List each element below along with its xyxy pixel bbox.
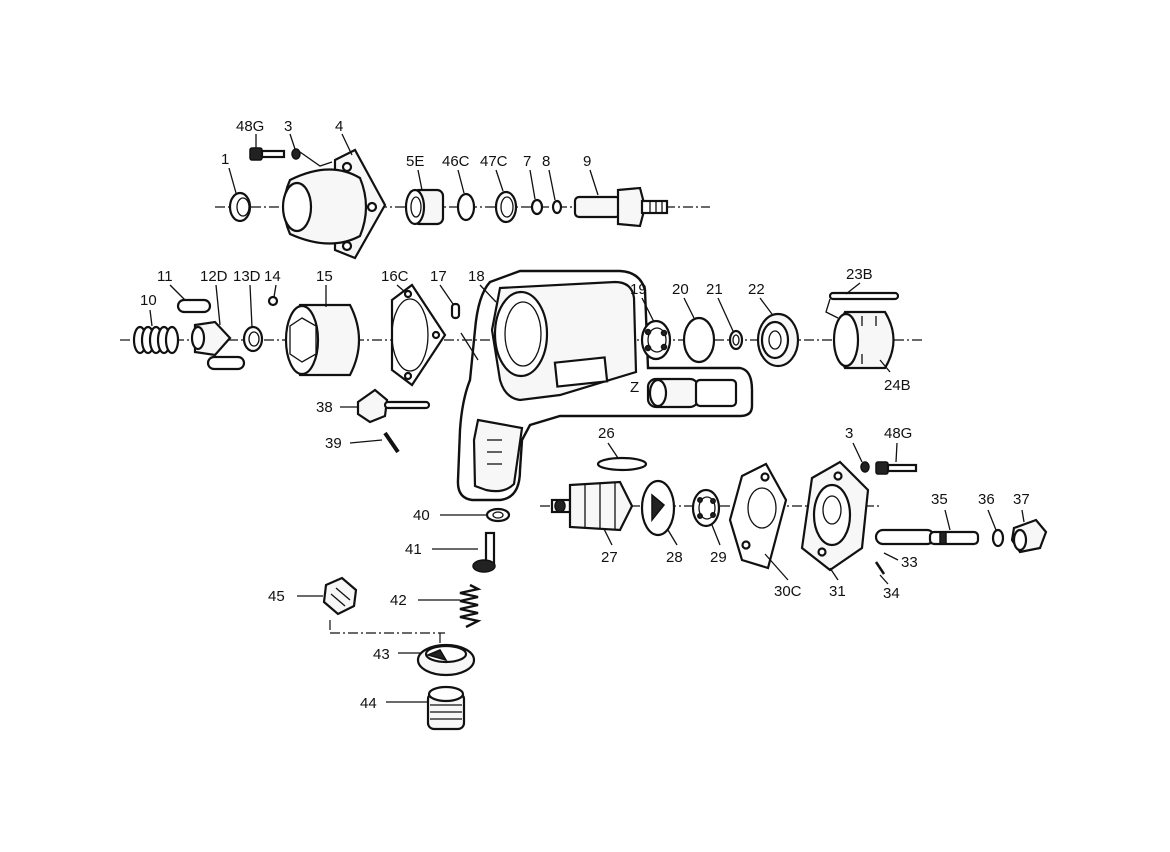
label-48g-top: 48G <box>236 118 264 135</box>
label-10: 10 <box>140 292 157 309</box>
label-3-right: 3 <box>845 425 853 442</box>
label-15: 15 <box>316 268 333 285</box>
part-16c-gasket <box>390 283 447 387</box>
label-39: 39 <box>325 435 342 452</box>
part-19-bearing <box>640 319 672 361</box>
part-24b-cylinder <box>832 310 895 370</box>
label-23b: 23B <box>846 266 873 283</box>
label-46c: 46C <box>442 153 470 170</box>
label-38: 38 <box>316 399 333 416</box>
part-3-washer-top <box>291 148 301 160</box>
label-35: 35 <box>931 491 948 508</box>
label-20: 20 <box>672 281 689 298</box>
part-23b-pin <box>828 291 900 301</box>
part-48g-bolt-right <box>875 461 918 475</box>
label-33: 33 <box>901 554 918 571</box>
part-34-pin <box>874 561 886 575</box>
label-31: 31 <box>829 583 846 600</box>
label-9: 9 <box>583 153 591 170</box>
part-44-inlet-bushing <box>426 685 466 731</box>
label-40: 40 <box>413 507 430 524</box>
label-44: 44 <box>360 695 377 712</box>
label-19: 19 <box>630 281 647 298</box>
part-14-ball <box>267 295 279 307</box>
part-31-back-cap <box>800 460 870 572</box>
part-22-end-plate <box>756 312 800 368</box>
part-27-rotor <box>550 480 634 532</box>
label-8: 8 <box>542 153 550 170</box>
part-15-hammer-case <box>284 303 360 377</box>
label-22: 22 <box>748 281 765 298</box>
part-18-motor-housing: Z <box>456 269 754 502</box>
label-45: 45 <box>268 588 285 605</box>
part-48g-bolt-top <box>249 147 286 161</box>
label-47c: 47C <box>480 153 508 170</box>
part-33-reverse-valve <box>874 528 936 546</box>
part-46c-ring <box>456 192 476 222</box>
part-5e-bushing <box>404 188 445 226</box>
housing-mark-label: Z <box>630 379 639 396</box>
part-7-o-ring <box>530 198 544 216</box>
label-17: 17 <box>430 268 447 285</box>
part-43-valve-cap <box>416 643 476 677</box>
label-27: 27 <box>601 549 618 566</box>
label-11: 11 <box>157 268 173 285</box>
label-29: 29 <box>710 549 727 566</box>
label-1: 1 <box>221 151 229 168</box>
part-1-seal-ring <box>228 191 252 223</box>
label-14: 14 <box>264 268 281 285</box>
label-4: 4 <box>335 118 343 135</box>
label-7: 7 <box>523 153 531 170</box>
part-28-rear-plate <box>640 479 676 537</box>
leader-lines <box>149 133 1025 703</box>
part-29-bearing <box>691 488 721 528</box>
part-39-spring <box>383 431 400 454</box>
part-45-nut <box>322 576 358 616</box>
label-21: 21 <box>706 281 723 298</box>
part-35-spool <box>928 530 980 546</box>
label-48g-right: 48G <box>884 425 912 442</box>
label-16c: 16C <box>381 268 409 285</box>
part-20-ring <box>682 316 716 364</box>
label-28: 28 <box>666 549 683 566</box>
part-36-o-ring <box>991 528 1005 548</box>
part-40-washer <box>485 507 511 523</box>
part-13d-ring <box>242 325 264 353</box>
label-13d: 13D <box>233 268 261 285</box>
part-4-anvil-housing <box>281 148 387 260</box>
part-42-spring <box>459 583 482 629</box>
label-30c: 30C <box>774 583 802 600</box>
part-38-trigger <box>356 388 431 424</box>
part-11-pins <box>176 298 246 371</box>
label-36: 36 <box>978 491 995 508</box>
label-18: 18 <box>468 268 485 285</box>
part-37-knob <box>1010 518 1048 554</box>
part-30c-gasket <box>728 462 788 570</box>
part-labels: 1 48G 3 4 5E 46C 47C 7 8 9 11 12D 13D 14… <box>140 118 1030 712</box>
part-47c-ring <box>494 190 518 224</box>
part-9-anvil-shaft <box>573 186 669 228</box>
part-26-vane <box>596 456 648 472</box>
label-26: 26 <box>598 425 615 442</box>
part-3-washer-right <box>860 461 870 473</box>
label-12d: 12D <box>200 268 228 285</box>
label-24b: 24B <box>884 377 911 394</box>
label-5e: 5E <box>406 153 424 170</box>
part-10-spring-stack <box>132 325 180 355</box>
part-21-o-ring <box>728 329 744 351</box>
part-8-o-ring <box>551 199 563 215</box>
label-43: 43 <box>373 646 390 663</box>
label-37: 37 <box>1013 491 1030 508</box>
part-12d-cam <box>190 320 232 357</box>
part-17-dowel <box>450 302 461 320</box>
label-3-top: 3 <box>284 118 292 135</box>
label-34: 34 <box>883 585 900 602</box>
label-41: 41 <box>405 541 422 558</box>
part-41-valve-stem <box>472 531 496 573</box>
label-42: 42 <box>390 592 407 609</box>
